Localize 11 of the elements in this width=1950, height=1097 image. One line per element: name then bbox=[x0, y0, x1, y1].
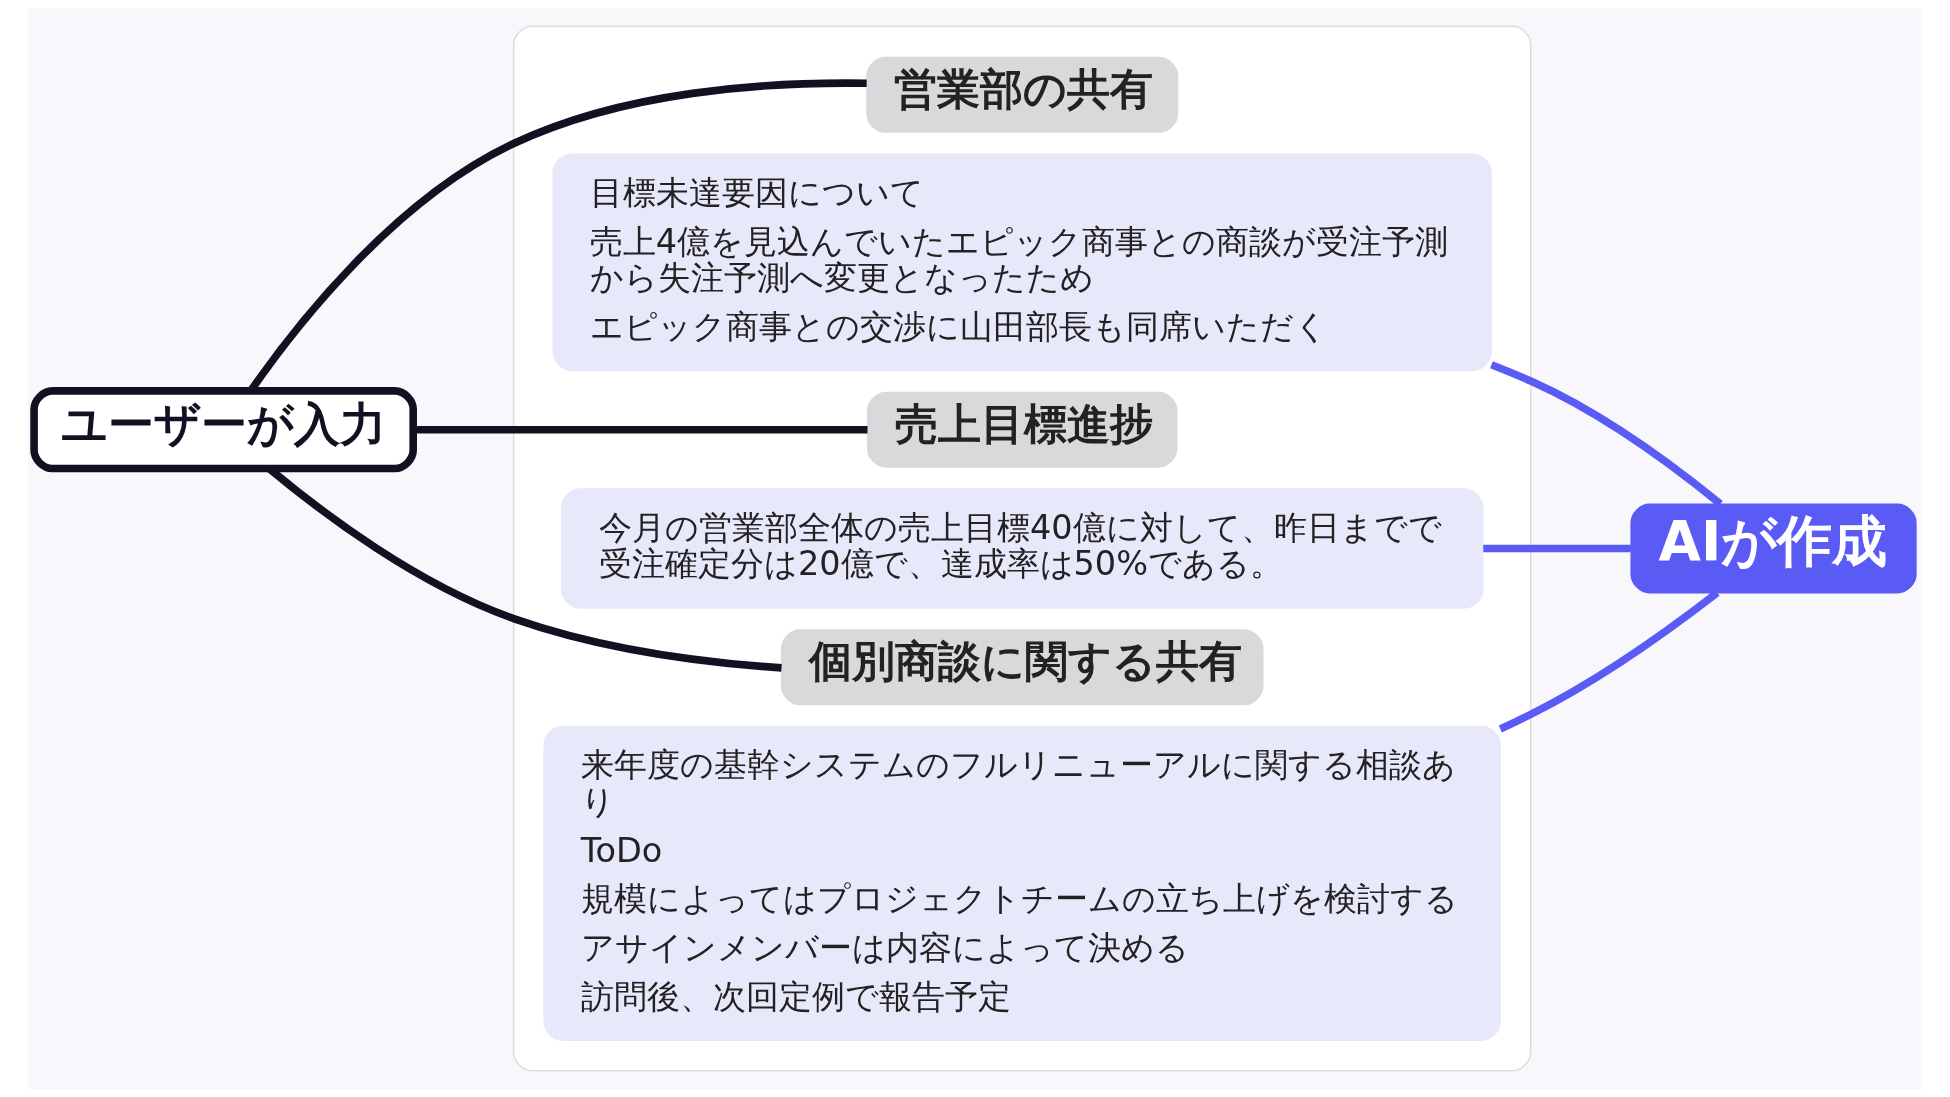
connector bbox=[1490, 361, 1723, 507]
node-box: 今月の営業部全体の売上目標40億に対して、昨日までで受注確定分は20億で、達成率は50%である。 bbox=[560, 488, 1484, 609]
node-box: 来年度の基幹システムのフルリニューアルに関する相談あり ToDo 規模によってはプロジェクトチームの立ち上げを検討する アサインメンバーは内容によって決める 訪問後、次回定例で報告予定 bbox=[543, 725, 1502, 1042]
node-box: ユーザーが入力 bbox=[30, 387, 417, 473]
node-box: 売上目標進捗 bbox=[866, 391, 1178, 468]
node-box: 個別商談に関する共有 bbox=[780, 629, 1264, 706]
node-box: 営業部の共有 bbox=[866, 56, 1179, 133]
node-box: AIが作成 bbox=[1630, 503, 1917, 594]
node-box: 目標未達要因について 売上4億を見込んでいたエピック商事との商談が受注予測から失注予測へ変更となったため エピック商事との交渉に山田部長も同席いただく bbox=[552, 153, 1492, 372]
connector bbox=[1483, 544, 1631, 553]
cluster bbox=[512, 25, 1532, 1072]
